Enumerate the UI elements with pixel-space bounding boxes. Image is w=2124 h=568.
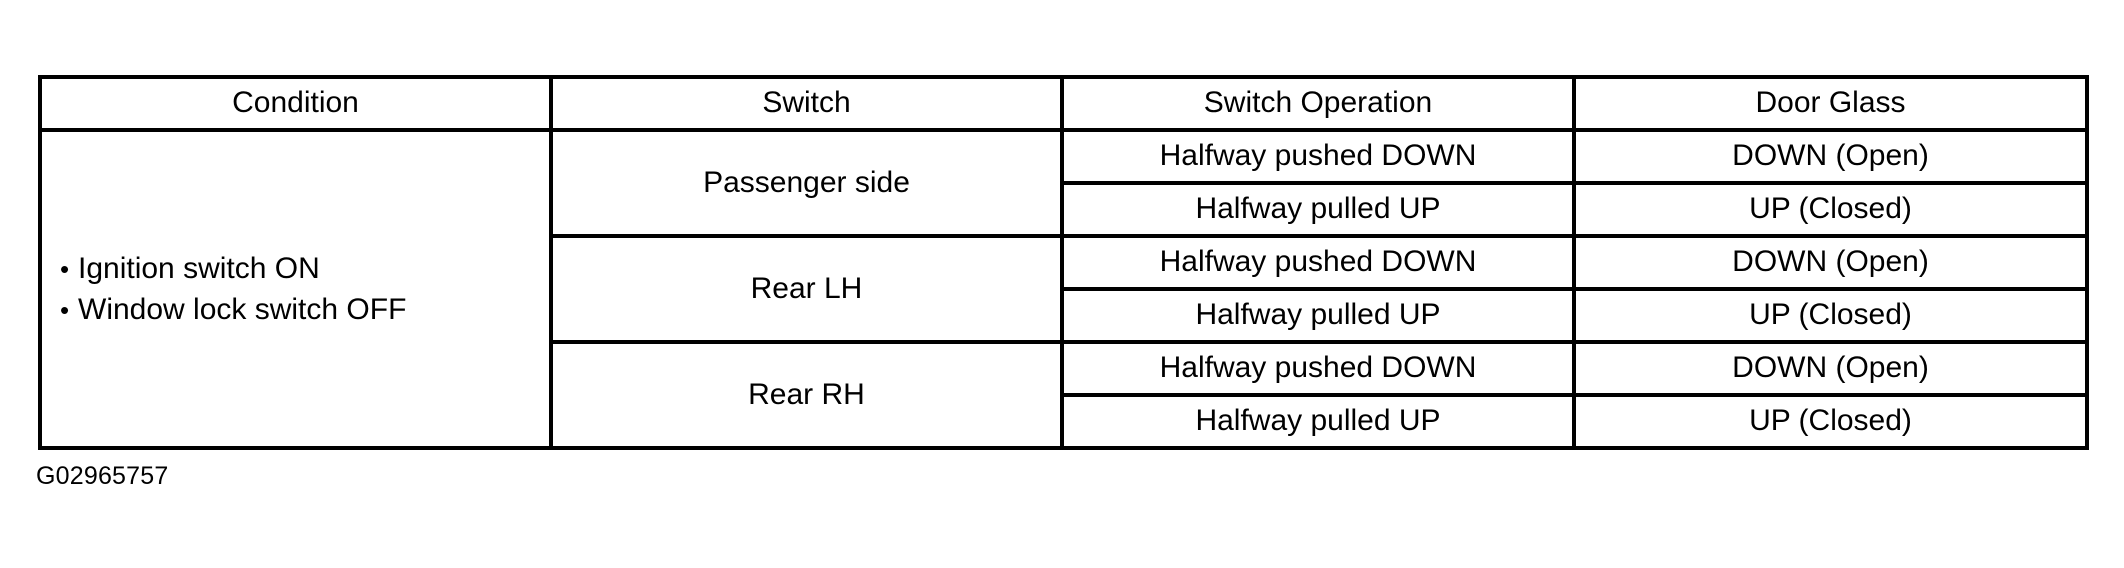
switch-operation-cell: Halfway pulled UP [1060,393,1576,450]
condition-item-text: Ignition switch ON [78,251,320,285]
table-row: Rear RH Halfway pushed DOWN DOWN (Open) [40,340,2089,450]
bullet-icon: • [60,295,70,325]
power-window-operation-table: Condition Switch Switch Operation Door G… [38,75,2089,450]
condition-item-text: Window lock switch OFF [78,293,407,326]
switch-cell-rear-lh: Rear LH [549,234,1064,344]
switch-cell-rear-rh: Rear RH [549,340,1064,450]
switch-operation-cell: Halfway pulled UP [1060,287,1576,344]
list-item: • Window lock switch OFF [60,289,549,330]
column-header-switch-operation: Switch Operation [1060,75,1576,132]
switch-operation-cell: Halfway pushed DOWN [1060,234,1576,291]
table-body: • Ignition switch ON • Window lock switch … [38,128,2089,450]
figure-caption: G02965757 [36,462,169,490]
switch-operation-cell: Halfway pushed DOWN [1060,128,1576,185]
door-glass-cell: UP (Closed) [1572,181,2089,238]
column-header-condition: Condition [38,75,553,132]
table-header-row: Condition Switch Switch Operation Door G… [38,75,2089,132]
column-header-door-glass: Door Glass [1572,75,2089,132]
table-header: Condition Switch Switch Operation Door G… [38,75,2089,132]
table-row: Halfway pulled UP UP (Closed) [40,181,2089,238]
condition-cell: • Ignition switch ON • Window lock switch … [38,128,553,450]
condition-list: • Ignition switch ON • Window lock switch … [60,248,549,331]
door-glass-cell: DOWN (Open) [1572,340,2089,397]
switch-cell-passenger-side: Passenger side [549,128,1064,238]
table-row: • Ignition switch ON • Window lock switch … [38,128,2089,450]
bullet-icon: • [60,253,70,284]
table-row: Rear LH Halfway pushed DOWN DOWN (Open) [40,234,2089,344]
switch-operation-cell: Halfway pulled UP [1060,181,1576,238]
table-row: Halfway pulled UP UP (Closed) [40,393,2089,450]
door-glass-cell: DOWN (Open) [1572,128,2089,185]
switch-operation-cell: Halfway pushed DOWN [1060,340,1576,397]
door-glass-cell: UP (Closed) [1572,287,2089,344]
door-glass-cell: UP (Closed) [1572,393,2089,450]
table-row: Halfway pulled UP UP (Closed) [40,287,2089,344]
column-header-switch: Switch [549,75,1064,132]
list-item: • Ignition switch ON [60,248,549,289]
door-glass-cell: DOWN (Open) [1572,234,2089,291]
